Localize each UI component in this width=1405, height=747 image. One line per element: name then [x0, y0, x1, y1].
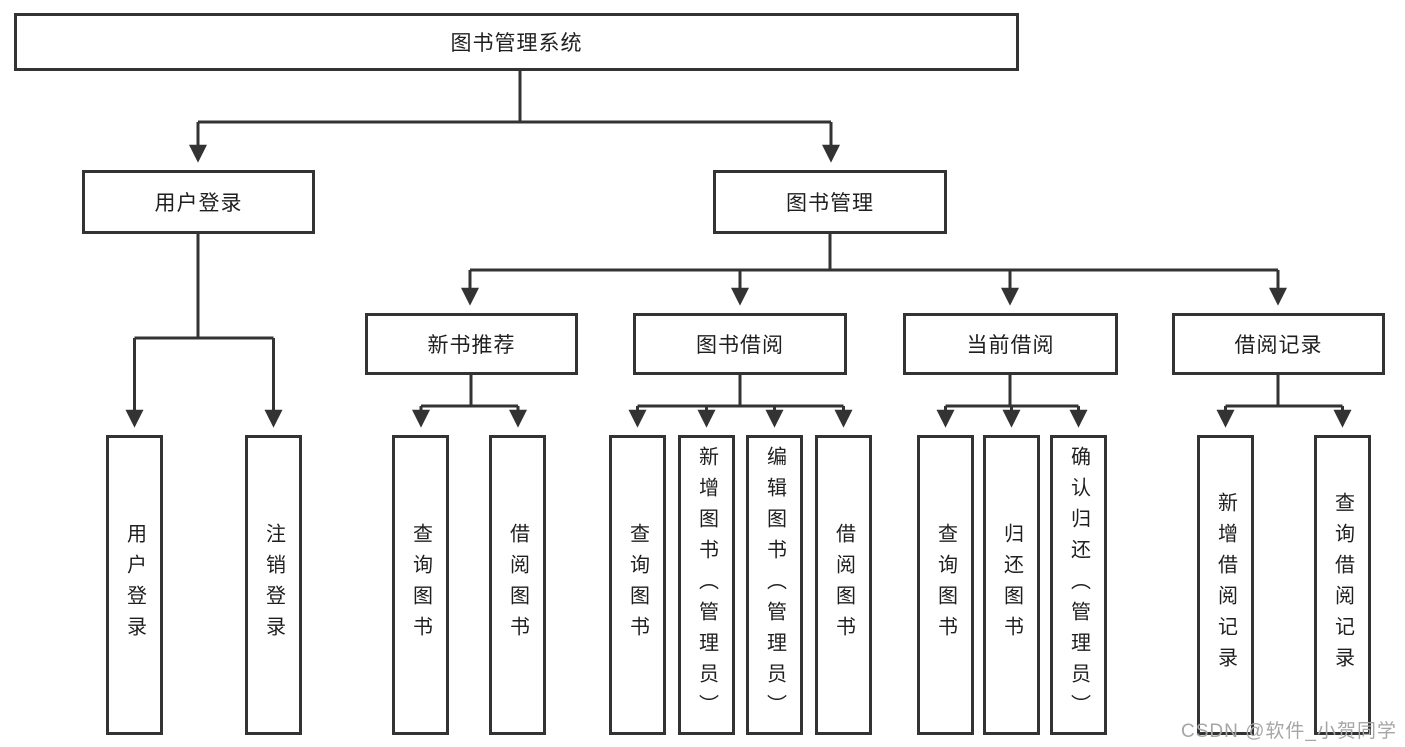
node-borrowing-records: 借阅记录: [1172, 313, 1385, 375]
leaf-borrow-books: 借阅图书: [489, 435, 546, 735]
node-library-management-system: 图书管理系统: [14, 13, 1019, 71]
node-label: 借阅图书: [506, 523, 529, 647]
node-label: 注销登录: [262, 523, 285, 647]
node-book-management: 图书管理: [713, 170, 947, 234]
node-label: 查询借阅记录: [1331, 492, 1354, 678]
leaf-query-books: 查询图书: [917, 435, 974, 735]
node-label: 新书推荐: [427, 334, 516, 357]
leaf-query-borrow-record: 查询借阅记录: [1314, 435, 1371, 735]
node-label: 图书借阅: [696, 334, 784, 357]
leaf-query-books: 查询图书: [392, 435, 449, 735]
node-user-login: 用户登录: [82, 170, 315, 234]
node-new-book-recommend: 新书推荐: [365, 313, 578, 375]
node-label: 当前借阅: [966, 334, 1055, 357]
leaf-add-books-admin: 新增图书（管理员）: [678, 435, 735, 735]
node-label: 新增借阅记录: [1214, 492, 1237, 678]
leaf-borrow-books: 借阅图书: [815, 435, 872, 735]
node-label: 查询图书: [626, 523, 649, 647]
leaf-return-books: 归还图书: [983, 435, 1040, 735]
node-label: 确认归还（管理员）: [1067, 445, 1090, 725]
node-label: 查询图书: [409, 523, 432, 647]
node-label: 图书管理: [786, 192, 874, 215]
leaf-query-books: 查询图书: [609, 435, 666, 735]
leaf-confirm-return-admin: 确认归还（管理员）: [1050, 435, 1107, 735]
node-label: 查询图书: [934, 523, 957, 647]
node-label: 编辑图书（管理员）: [763, 445, 786, 725]
leaf-add-borrow-record: 新增借阅记录: [1197, 435, 1254, 735]
node-label: 归还图书: [1000, 523, 1023, 647]
csdn-watermark: CSDN @软件_小贺同学: [1181, 721, 1397, 742]
node-label: 用户登录: [154, 192, 243, 215]
leaf-edit-books-admin: 编辑图书（管理员）: [746, 435, 803, 735]
node-label: 图书管理系统: [450, 32, 583, 55]
node-book-borrowing: 图书借阅: [633, 313, 847, 375]
node-label: 借阅图书: [832, 523, 855, 647]
leaf-user-login: 用户登录: [106, 435, 163, 735]
leaf-logout: 注销登录: [245, 435, 302, 735]
node-label: 新增图书（管理员）: [695, 445, 718, 725]
node-label: 用户登录: [123, 523, 146, 647]
node-label: 借阅记录: [1234, 334, 1323, 357]
node-current-borrowing: 当前借阅: [903, 313, 1118, 375]
